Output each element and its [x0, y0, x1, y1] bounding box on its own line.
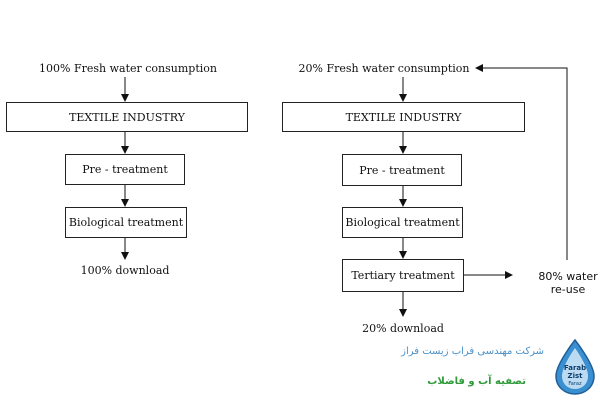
- reuse-return-line: [475, 64, 568, 260]
- right-pretreatment-box: Pre - treatment: [342, 154, 462, 186]
- left-biological-label: Biological treatment: [68, 216, 184, 229]
- left-output-label: 100% download: [80, 264, 170, 277]
- left-input-label: 100% Fresh water consumption: [39, 62, 217, 75]
- svg-text:Zist: Zist: [568, 372, 584, 380]
- svg-text:Farab: Farab: [564, 364, 586, 372]
- water-drop-logo-icon: Farab Zist Faraz: [555, 338, 595, 395]
- right-tertiary-label: Tertiary treatment: [351, 269, 455, 282]
- right-biological-label: Biological treatment: [345, 216, 460, 229]
- left-pretreatment-label: Pre - treatment: [82, 163, 168, 176]
- right-input-label: 20% Fresh water consumption: [298, 62, 470, 75]
- left-biological-box: Biological treatment: [65, 207, 187, 238]
- svg-text:Faraz: Faraz: [568, 381, 582, 387]
- reuse-label-line2: re-use: [550, 283, 586, 296]
- left-industry-box: TEXTILE INDUSTRY: [6, 102, 248, 132]
- right-tertiary-box: Tertiary treatment: [342, 259, 464, 292]
- right-biological-box: Biological treatment: [342, 207, 463, 238]
- right-pretreatment-label: Pre - treatment: [359, 163, 445, 177]
- left-pretreatment-box: Pre - treatment: [65, 154, 185, 185]
- reuse-label-line1: 80% water: [538, 270, 598, 283]
- right-output-label: 20% download: [362, 322, 444, 335]
- right-industry-box: TEXTILE INDUSTRY: [282, 102, 525, 132]
- right-industry-label: TEXTILE INDUSTRY: [345, 110, 462, 124]
- company-name-text: شرکت مهندسی فراب زیست فراز: [401, 346, 544, 357]
- service-text: تصفیه آب و فاضلاب: [427, 376, 526, 387]
- left-industry-label: TEXTILE INDUSTRY: [69, 110, 185, 124]
